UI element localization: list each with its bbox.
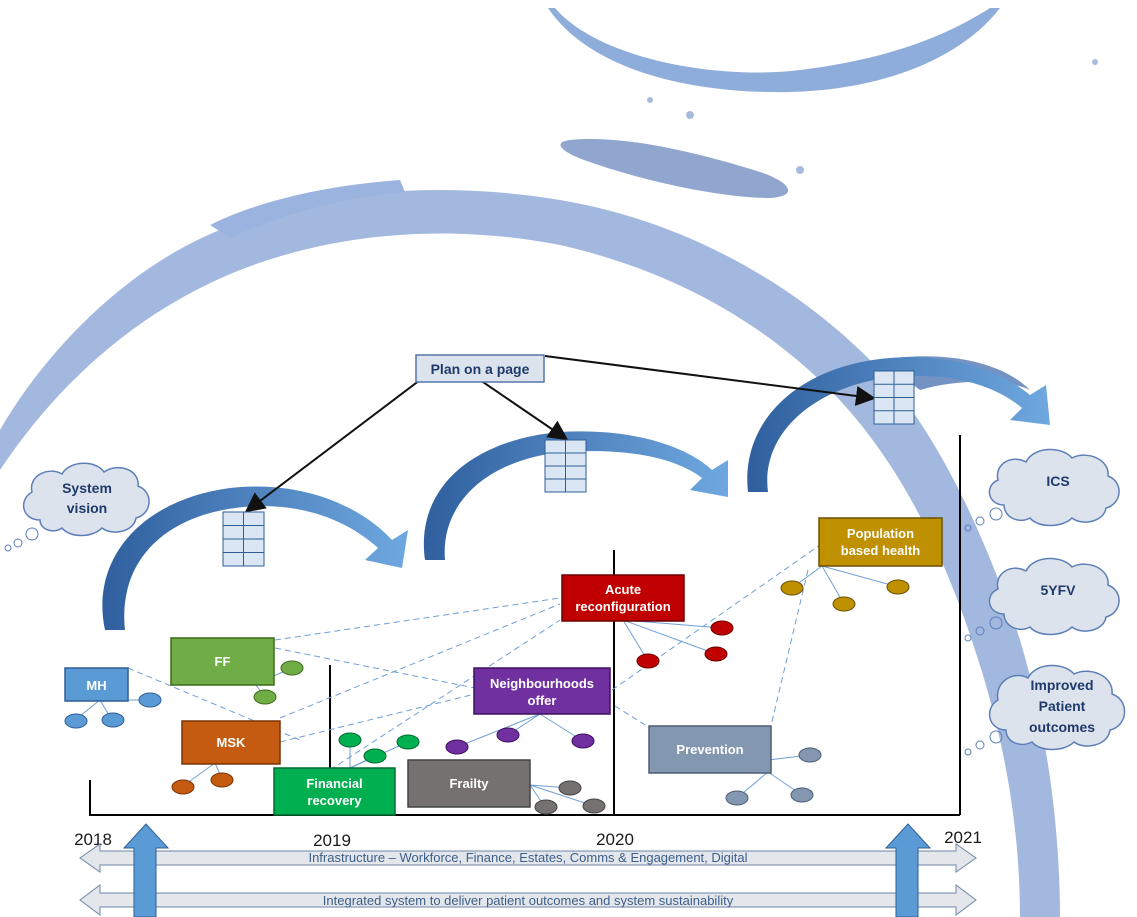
box-acute-reconfiguration: Acute reconfiguration [561,574,685,622]
box-prevention-label: Prevention [676,742,743,757]
plan-grid-icon-2019 [544,439,587,493]
cloud-ics-label: ICS [1046,473,1069,489]
box-financial-recovery: Financial recovery [273,767,396,816]
box-population-line1: Population [847,526,914,541]
box-population-line2: based health [841,543,921,558]
plan-on-a-page-box [415,354,545,383]
cloud-outcomes-line3: outcomes [1029,719,1095,735]
cloud-ics: ICS [964,448,1120,532]
node-ellipses [64,579,910,815]
box-financial-recovery-line1: Financial [306,776,362,791]
box-frailty: Frailty [407,759,531,808]
plan-grid-icon-2018 [222,511,265,567]
cloud-5yfv-label: 5YFV [1040,582,1076,598]
band-integrated: Integrated system to deliver patient out… [79,884,977,916]
cloud-outcomes-line2: Patient [1039,698,1086,714]
box-frailty-label: Frailty [449,776,489,791]
plan-on-a-page-label: Plan on a page [431,361,530,377]
box-acute-line1: Acute [605,582,641,597]
plan-grid-icon-2020 [873,370,915,425]
cloud-improved-outcomes: Improved Patient outcomes [964,664,1126,756]
cloud-system-vision: System vision [4,462,150,552]
box-neighbourhoods-line2: offer [528,693,557,708]
box-financial-recovery-line2: recovery [307,793,362,808]
box-neighbourhoods-line1: Neighbourhoods [490,676,594,691]
cloud-system-vision-line2: vision [67,500,107,516]
band-integrated-label: Integrated system to deliver patient out… [323,893,734,908]
box-population-based-health: Population based health [818,517,943,567]
up-arrow-right [884,823,932,917]
cloud-outcomes-line1: Improved [1030,677,1093,693]
band-infrastructure: Infrastructure – Workforce, Finance, Est… [79,843,977,873]
swirl-arrow-2 [423,431,728,560]
box-prevention: Prevention [648,725,772,774]
swirl-arrow-1 [102,486,408,630]
year-2018: 2018 [74,830,112,849]
box-mh-label: MH [86,678,106,693]
year-2019: 2019 [313,831,351,850]
plan-on-a-page-group: Plan on a page [244,354,876,513]
cloud-system-vision-line1: System [62,480,112,496]
box-ff: FF [170,637,275,686]
box-mh: MH [64,667,129,702]
cloud-5yfv: 5YFV [964,557,1120,642]
up-arrow-left [122,823,170,917]
box-neighbourhoods-offer: Neighbourhoods offer [473,667,611,715]
year-2020: 2020 [596,830,634,849]
box-msk-label: MSK [217,735,247,750]
band-infrastructure-label: Infrastructure – Workforce, Finance, Est… [308,850,747,865]
box-acute-line2: reconfiguration [575,599,670,614]
box-msk: MSK [181,720,281,765]
year-2021: 2021 [944,828,982,847]
box-ff-label: FF [215,654,231,669]
